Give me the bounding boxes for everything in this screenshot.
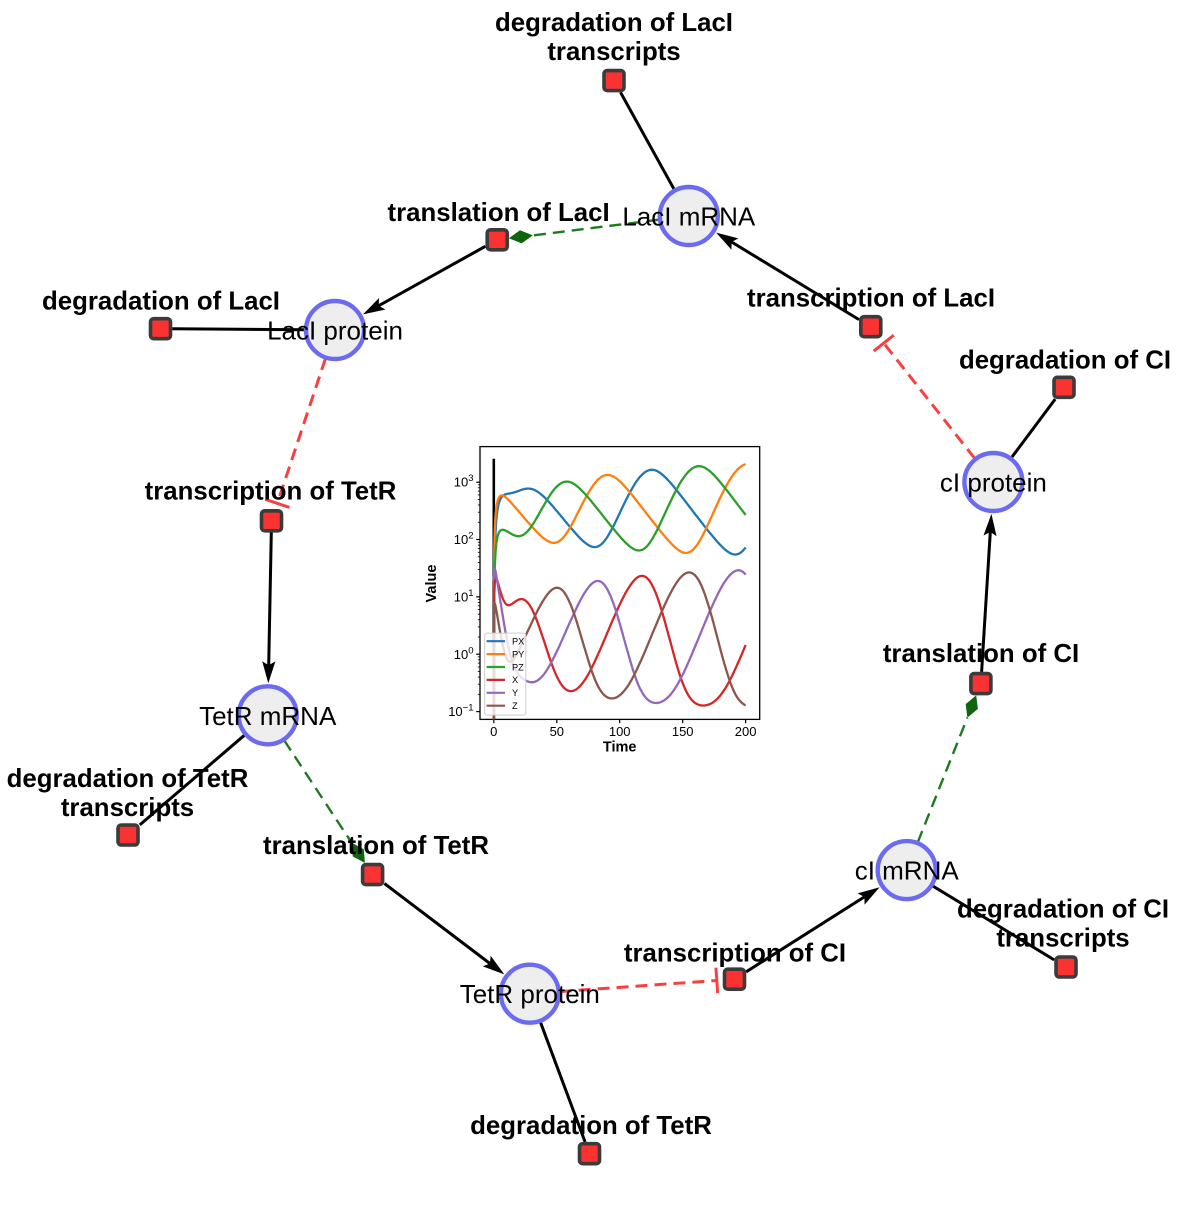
svg-text:transcripts: transcripts <box>61 794 194 822</box>
svg-text:degradation of TetR: degradation of TetR <box>470 1112 712 1140</box>
svg-text:TetR protein: TetR protein <box>460 979 600 1009</box>
svg-text:LacI mRNA: LacI mRNA <box>622 202 756 232</box>
svg-text:cI protein: cI protein <box>940 468 1047 498</box>
svg-text:50: 50 <box>550 724 564 739</box>
svg-text:PZ: PZ <box>512 662 524 672</box>
svg-text:transcription of LacI: transcription of LacI <box>747 285 995 313</box>
svg-text:Value: Value <box>424 565 440 603</box>
svg-text:200: 200 <box>735 724 757 739</box>
svg-text:Time: Time <box>603 739 637 755</box>
svg-text:transcription of CI: transcription of CI <box>624 939 846 967</box>
svg-text:PY: PY <box>512 649 524 659</box>
svg-text:translation of TetR: translation of TetR <box>263 832 489 860</box>
svg-text:translation of LacI: translation of LacI <box>388 199 610 227</box>
svg-text:degradation of LacI: degradation of LacI <box>495 9 733 37</box>
svg-text:degradation of TetR: degradation of TetR <box>7 765 249 793</box>
svg-text:X: X <box>512 675 518 685</box>
svg-text:degradation of CI: degradation of CI <box>959 347 1171 375</box>
svg-text:100: 100 <box>609 724 631 739</box>
svg-text:150: 150 <box>672 724 694 739</box>
svg-text:PX: PX <box>512 637 524 647</box>
svg-text:TetR mRNA: TetR mRNA <box>199 701 337 731</box>
svg-text:transcription of TetR: transcription of TetR <box>145 478 397 506</box>
svg-text:degradation of CI: degradation of CI <box>957 895 1169 923</box>
svg-text:translation of CI: translation of CI <box>883 640 1079 668</box>
svg-text:degradation of LacI: degradation of LacI <box>42 288 280 316</box>
svg-text:LacI protein: LacI protein <box>267 316 403 346</box>
svg-text:transcripts: transcripts <box>996 924 1129 952</box>
svg-text:0: 0 <box>490 724 497 739</box>
svg-text:transcripts: transcripts <box>547 38 680 66</box>
svg-text:Z: Z <box>512 701 518 711</box>
svg-text:cI mRNA: cI mRNA <box>855 856 960 886</box>
svg-text:Y: Y <box>512 688 518 698</box>
